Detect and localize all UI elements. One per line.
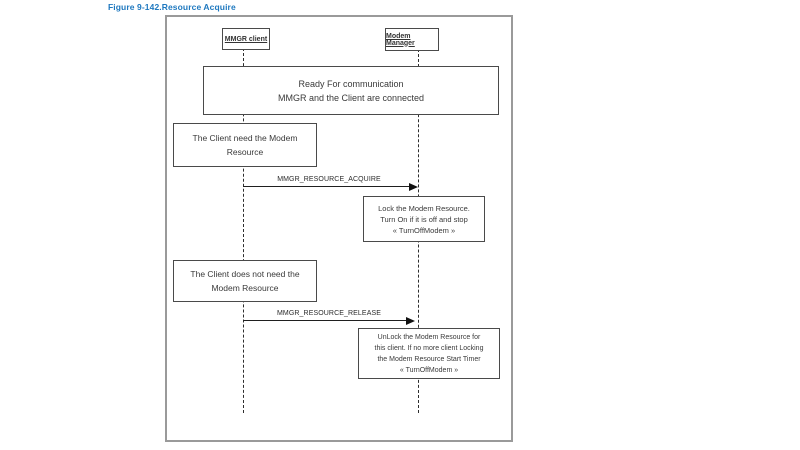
note-ready: Ready For communication MMGR and the Cli… xyxy=(203,66,499,115)
actor-mmgr-client-label: MMGR client xyxy=(224,35,268,43)
note-client-no-need-line: Modem Resource xyxy=(211,283,279,293)
note-unlock: UnLock the Modem Resource for this clien… xyxy=(358,328,500,379)
actor-mmgr-client: MMGR client xyxy=(222,28,270,50)
note-ready-line: Ready For communication xyxy=(298,78,404,89)
note-ready-line: MMGR and the Client are connected xyxy=(277,92,425,103)
note-client-no-need: The Client does not need the Modem Resou… xyxy=(173,260,317,302)
note-unlock-line: UnLock the Modem Resource for xyxy=(377,333,481,341)
note-lock: Lock the Modem Resource. Turn On if it i… xyxy=(363,196,485,242)
note-lock-line: Turn On if it is off and stop xyxy=(380,214,468,224)
note-client-no-need-line: The Client does not need the xyxy=(190,269,300,279)
message-release-line xyxy=(243,320,407,321)
note-lock-line: « TurnOffModem » xyxy=(392,225,456,235)
message-release-label: MMGR_RESOURCE_RELEASE xyxy=(276,310,381,317)
message-acquire-line xyxy=(243,186,410,187)
note-unlock-line: the Modem Resource Start Timer xyxy=(377,355,481,363)
note-client-need-line: The Client need the Modem xyxy=(192,133,298,143)
note-unlock-line: « TurnOffModem » xyxy=(399,366,459,374)
arrow-head-icon xyxy=(409,183,418,191)
note-unlock-line: this client. If no more client Locking xyxy=(374,344,484,352)
actor-modem-manager-label: Modem Manager xyxy=(386,32,415,47)
arrow-head-icon xyxy=(406,317,415,325)
note-lock-line: Lock the Modem Resource. xyxy=(378,203,470,213)
message-acquire-label: MMGR_RESOURCE_ACQUIRE xyxy=(277,176,381,183)
note-client-need-line: Resource xyxy=(226,147,264,157)
actor-modem-manager: Modem Manager xyxy=(385,28,439,51)
figure-caption: Figure 9-142.Resource Acquire xyxy=(108,2,236,12)
note-client-need: The Client need the Modem Resource xyxy=(173,123,317,167)
lifeline-mmgr-client xyxy=(243,48,244,413)
